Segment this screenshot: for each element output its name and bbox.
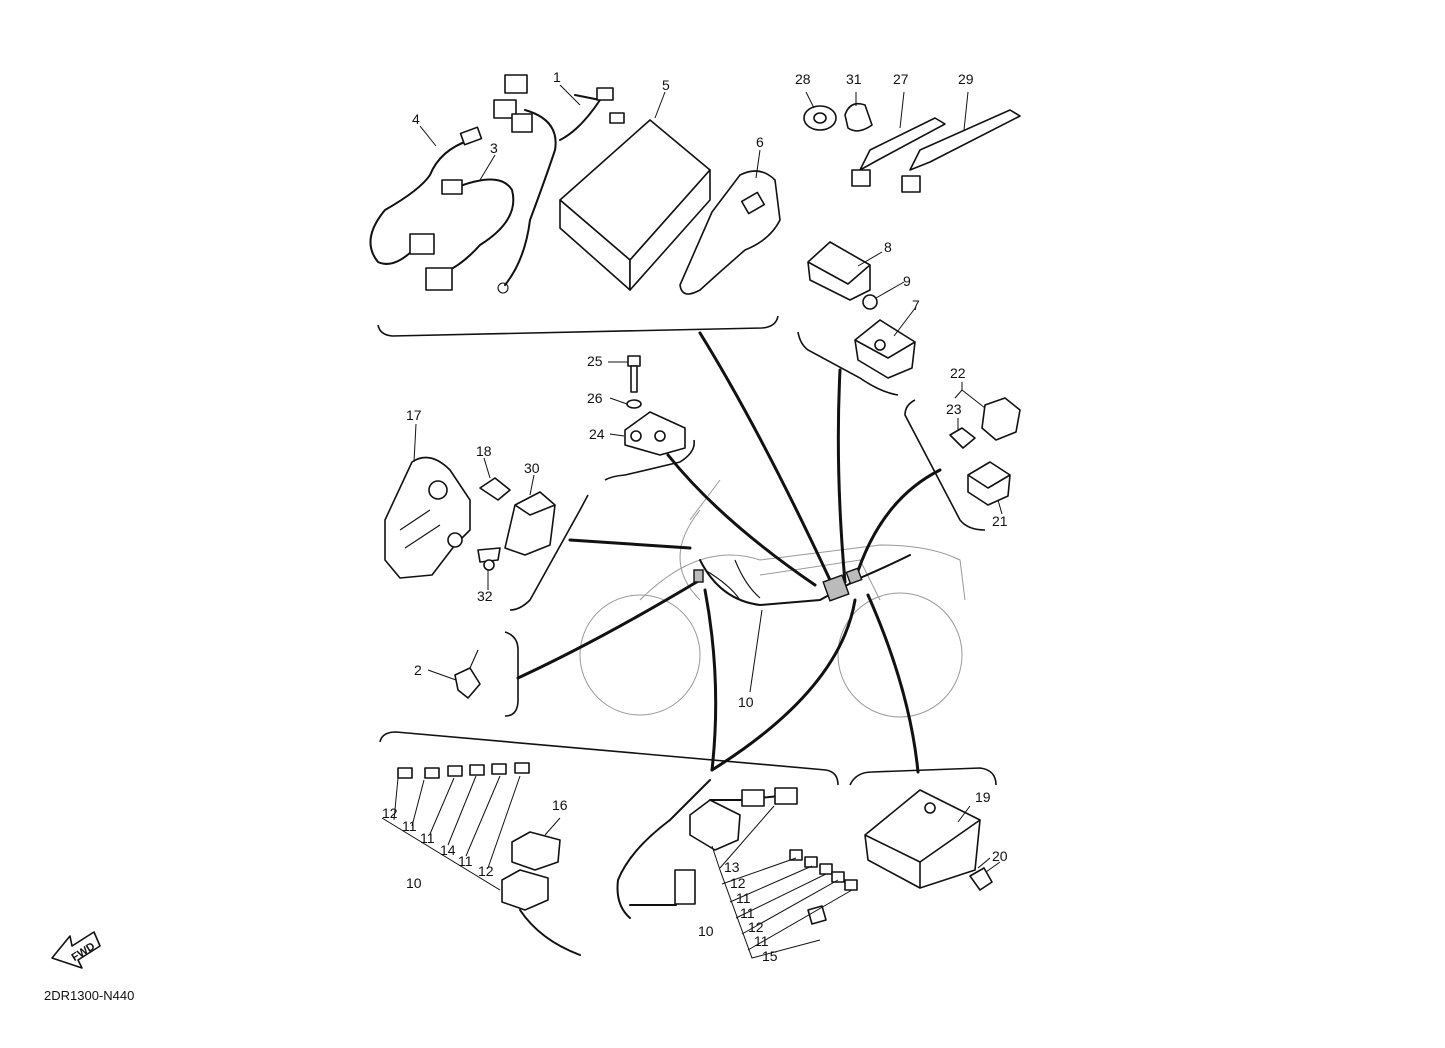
callout-3: 3 (490, 140, 498, 156)
callout-31: 31 (846, 71, 862, 87)
leader-lines (381, 84, 1003, 959)
callout-labels: 1 5 4 3 6 28 31 27 29 8 9 7 22 23 21 25 … (382, 69, 1008, 964)
harness-branch-middle (616, 779, 798, 919)
callout-32: 32 (477, 588, 493, 604)
callout-11-left-c: 11 (458, 853, 473, 869)
sub-harness-1 (493, 74, 614, 294)
callout-2: 2 (414, 662, 422, 678)
callout-24: 24 (589, 426, 605, 442)
callout-10-center: 10 (738, 694, 754, 710)
harness-branch-left (501, 869, 581, 956)
callout-11-mid-b: 11 (740, 905, 755, 921)
rivet-32 (477, 547, 501, 571)
callout-4: 4 (412, 111, 420, 127)
box-30 (504, 491, 556, 556)
callout-17: 17 (406, 407, 422, 423)
callout-21: 21 (992, 513, 1008, 529)
terminal-set-left (397, 762, 530, 779)
sensor-harness-3 (425, 178, 515, 291)
starter-relay-7 (854, 319, 916, 379)
sensor-24 (624, 411, 686, 456)
cable-tie-27 (851, 117, 946, 187)
sensor-2 (454, 649, 481, 699)
callout-25: 25 (587, 353, 603, 369)
callout-10-mid: 10 (698, 923, 714, 939)
callout-20: 20 (992, 848, 1008, 864)
callout-12-mid-a: 12 (730, 875, 746, 891)
callout-18: 18 (476, 443, 492, 459)
callout-27: 27 (893, 71, 909, 87)
clamp-28 (803, 105, 837, 131)
nut-9 (862, 294, 878, 310)
callout-28: 28 (795, 71, 811, 87)
callout-22: 22 (950, 365, 966, 381)
callout-15: 15 (762, 948, 778, 964)
callout-12-left-bottom: 12 (478, 863, 494, 879)
diagram-code: 2DR1300-N440 (44, 988, 134, 1003)
callout-29: 29 (958, 71, 974, 87)
callout-5: 5 (662, 77, 670, 93)
callout-13: 13 (724, 859, 740, 875)
bolt-20 (969, 857, 993, 891)
terminal-set-middle (789, 849, 858, 925)
sensor-harness-4 (369, 126, 483, 265)
cable-tie-29 (901, 109, 1021, 193)
callout-8: 8 (884, 239, 892, 255)
battery (559, 112, 711, 291)
bracket-17 (384, 456, 471, 579)
clip-18 (479, 477, 511, 501)
section-brackets (377, 315, 997, 786)
coupler-21 (967, 461, 1011, 506)
motorcycle-outline (579, 479, 966, 718)
callout-6: 6 (756, 134, 764, 150)
callout-26: 26 (587, 390, 603, 406)
washer-26 (626, 399, 642, 409)
relay-8 (807, 241, 871, 301)
callout-10-left: 10 (406, 875, 422, 891)
callout-16: 16 (552, 797, 568, 813)
callout-23: 23 (946, 401, 962, 417)
callout-19: 19 (975, 789, 991, 805)
callout-12-mid-b: 12 (748, 919, 764, 935)
clamp-31 (844, 102, 873, 132)
battery-band (679, 170, 781, 295)
callout-11-left-a: 11 (402, 818, 417, 834)
coupler-22 (981, 397, 1021, 441)
forward-arrow-icon: FWD (51, 931, 101, 969)
callout-11-left-b: 11 (420, 830, 435, 846)
coupler-cover-23 (949, 427, 976, 449)
bolt-25 (627, 355, 641, 393)
main-wire-harness (693, 554, 911, 607)
callout-14: 14 (440, 842, 456, 858)
callout-30: 30 (524, 460, 540, 476)
callout-11-mid-a: 11 (736, 890, 751, 906)
callout-12-left-top: 12 (382, 805, 398, 821)
coupler-16 (511, 831, 561, 871)
control-unit-19 (864, 789, 981, 889)
callout-11-mid-c: 11 (754, 933, 769, 949)
callout-7: 7 (912, 297, 920, 313)
callout-1: 1 (553, 69, 561, 85)
callout-9: 9 (903, 273, 911, 289)
connection-lines (516, 331, 942, 774)
